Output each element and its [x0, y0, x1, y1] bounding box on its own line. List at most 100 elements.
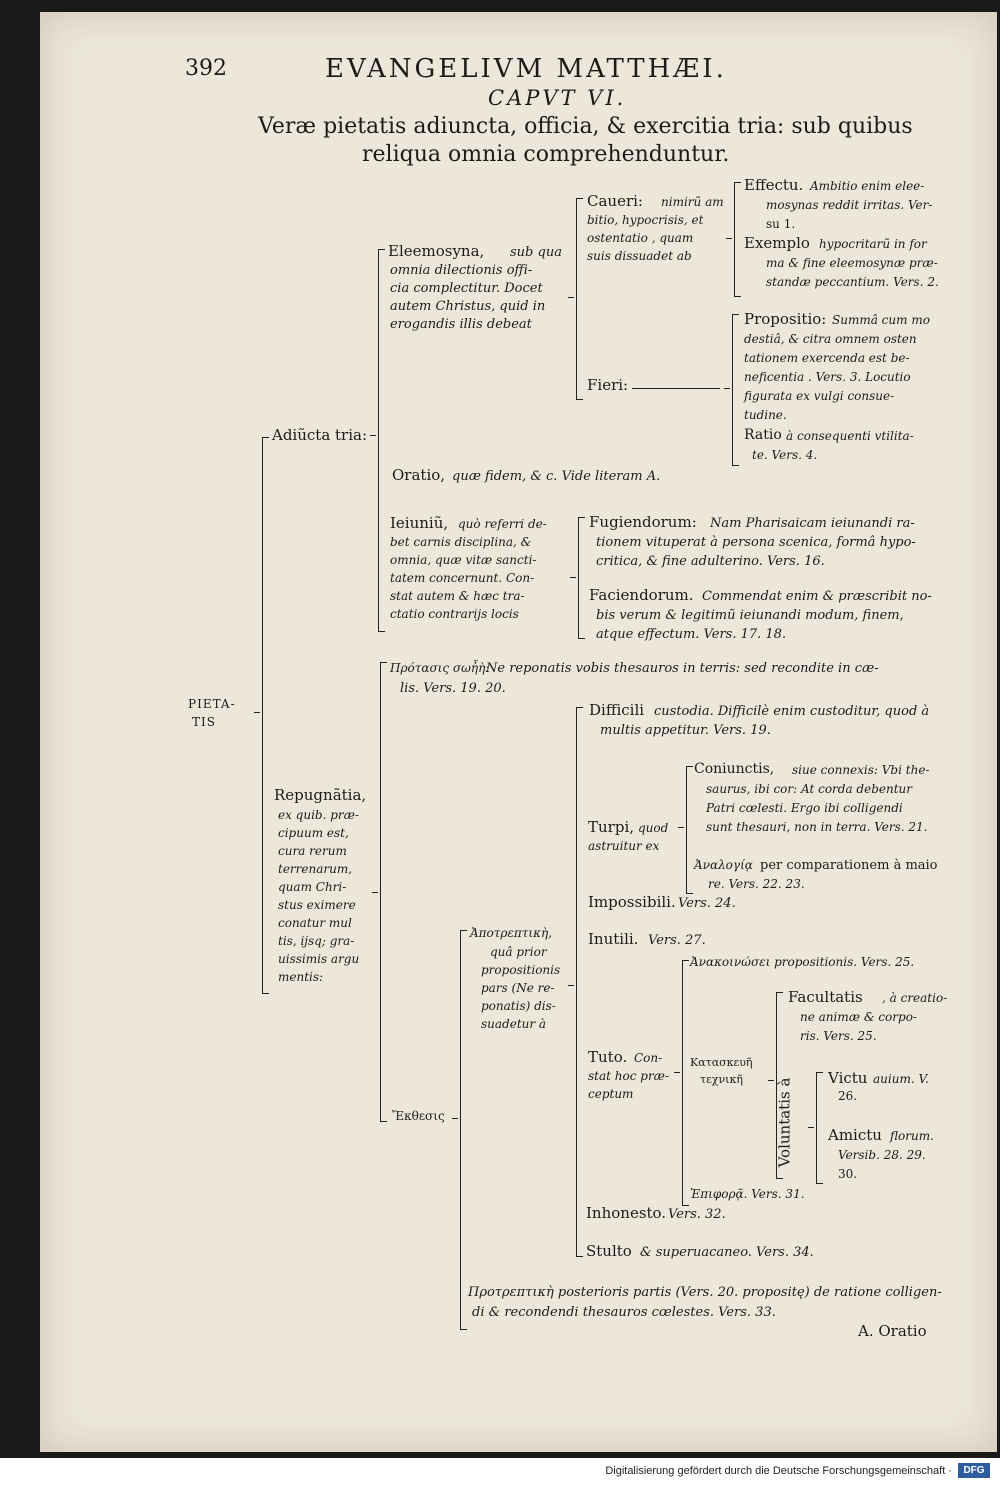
brace-ekthesis-point	[452, 1118, 458, 1119]
repugnantia-line-10: mentis:	[278, 970, 324, 984]
impossibili-line-1: Vers. 24.	[678, 896, 736, 911]
apotreptike-line-4: ponatis) dis-	[481, 999, 556, 1013]
repugnantia-line-3: cura rerum	[278, 844, 347, 858]
analogia-line-1: per comparationem à maio	[760, 858, 938, 873]
facultatis-line-2: ne animæ & corpo-	[800, 1010, 917, 1024]
ratio-line-2: te. Vers. 4.	[752, 448, 818, 462]
repugnantia-line-1: ex quib. præ-	[278, 808, 359, 822]
brace-ekthesis	[460, 930, 467, 1330]
tuto-line-3: ceptum	[588, 1087, 634, 1101]
brace-fieri	[732, 314, 739, 466]
inhonesto-head: Inhonesto.	[586, 1204, 667, 1222]
fugiendorum-line-3: critica, & fine adulterino. Vers. 16.	[596, 554, 825, 569]
protreptike-line-2: di & recondendi thesauros cœlestes. Vers…	[472, 1305, 776, 1320]
propositio-line-1: Summâ cum mo	[832, 313, 930, 327]
impossibili-head: Impossibili.	[588, 893, 676, 911]
protasis-head: Πρότασις σωἦὴ:	[390, 661, 490, 675]
difficili-line-1: custodia. Difficilè enim custoditur, quo…	[654, 704, 930, 719]
apotreptike-line-1: quâ prior	[490, 945, 547, 959]
repugnantia-line-5: quam Chri-	[278, 880, 347, 894]
oratio-rest: quæ fidem, & c. Vide literam A.	[452, 469, 661, 484]
apotreptike-line-3: pars (Ne re-	[481, 981, 555, 995]
repugnantia-line-6: stus eximere	[278, 898, 356, 912]
repugnantia-line-2: cipuum est,	[278, 826, 349, 840]
caueri-line-2: bitio, hypocrisis, et	[587, 213, 704, 227]
ieiunium-line-1: quò referri de-	[458, 517, 547, 531]
repugnantia-line-7: conatur mul	[278, 916, 352, 930]
caueri-line-4: suis dissuadet ab	[587, 249, 692, 263]
brace-fieri-point	[724, 388, 730, 389]
voluntatis-label: Voluntatis à	[775, 1077, 794, 1168]
turpi-head: Turpi,	[588, 818, 635, 836]
effectu-line-3: su 1.	[766, 217, 796, 231]
victu-line-2: 26.	[838, 1089, 858, 1103]
footer-credit: Digitalisierung gefördert durch die Deut…	[605, 1465, 952, 1477]
coniunctis-line-2: saurus, ibi cor: At corda debentur	[706, 782, 913, 796]
running-title: EVANGELIVM MATTHÆI.	[325, 54, 727, 84]
ieiunium-line-4: tatem concernunt. Con-	[390, 571, 535, 585]
brace-kataskeue-point	[768, 1080, 774, 1081]
fieri-connector-line	[632, 388, 720, 389]
eleemosyna-line-5: erogandis illis debeat	[390, 317, 532, 332]
brace-caueri	[734, 182, 741, 297]
kataskeue-line-2: τεχνικῆ	[700, 1073, 743, 1086]
page-title-line-2: reliqua omnia comprehenduntur.	[362, 142, 730, 167]
eleemosyna-line-1: sub qua	[510, 245, 562, 260]
repugnantia-line-4: terrenarum,	[278, 862, 353, 876]
amictu-line-3: 30.	[838, 1167, 858, 1181]
brace-tuto	[682, 960, 689, 1206]
eleemosyna-line-3: cia complectitur. Docet	[390, 281, 543, 296]
caueri-line-3: ostentatio , quam	[587, 231, 694, 245]
faciendorum-head: Faciendorum.	[589, 586, 694, 604]
fugiendorum-line-1: Nam Pharisaicam ieiunandi ra-	[710, 516, 915, 531]
apotreptike-line-5: suadetur à	[481, 1017, 547, 1031]
brace-eleemosyna-point	[568, 297, 574, 298]
fugiendorum-line-2: tionem vituperat à persona scenica, form…	[596, 535, 916, 550]
brace-apotreptike	[576, 707, 583, 1257]
chapter-heading: CAPVT VI.	[488, 86, 627, 110]
footer-bar: Digitalisierung gefördert durch die Deut…	[0, 1458, 1000, 1485]
repugnantia-line-8: tis, ijsq; gra-	[278, 934, 355, 948]
amictu-line-1: florum.	[890, 1129, 934, 1143]
stulto-head: Stulto	[586, 1242, 632, 1260]
amictu-line-2: Versib. 28. 29.	[838, 1148, 926, 1162]
eleemosyna-line-2: omnia dilectionis offi-	[390, 263, 533, 278]
difficili-line-2: multis appetitur. Vers. 19.	[600, 723, 771, 738]
fieri-head: Fieri:	[587, 376, 629, 394]
adiuncta-label: Adiũcta tria:	[272, 426, 368, 444]
amictu-head: Amictu	[828, 1126, 882, 1144]
root-pietatis-line-2: TIS	[192, 715, 216, 729]
effectu-line-2: mosynas reddit irritas. Ver-	[766, 198, 933, 212]
coniunctis-line-4: sunt thesauri, non in terra. Vers. 21.	[706, 820, 928, 834]
eleemosyna-line-4: autem Christus, quid in	[390, 299, 546, 314]
brace-repugnantia-point	[372, 892, 378, 893]
ieiunium-line-6: ctatio contrarijs locis	[390, 607, 519, 621]
difficili-head: Difficili	[589, 701, 645, 719]
book-page: 392 EVANGELIVM MATTHÆI. CAPVT VI. Veræ p…	[40, 12, 997, 1452]
ieiunium-line-3: omnia, quæ vitæ sancti-	[390, 553, 537, 567]
coniunctis-line-3: Patri cœlesti. Ergo ibi colligendi	[706, 801, 903, 815]
propositio-line-2: destiâ, & citra omnem osten	[744, 332, 917, 346]
fugiendorum-head: Fugiendorum:	[589, 513, 697, 531]
brace-main	[262, 437, 269, 994]
faciendorum-line-2: bis verum & legitimũ ieiunandi modum, fi…	[596, 608, 904, 623]
propositio-line-4: neficentia . Vers. 3. Locutio	[744, 370, 911, 384]
brace-caueri-point	[726, 238, 732, 239]
ratio-line-1: à consequenti vtilita-	[786, 429, 914, 443]
exemplo-head: Exemplo	[744, 234, 810, 252]
oratio-head: Oratio,	[392, 466, 446, 484]
inutili-line-1: Vers. 27.	[648, 933, 706, 948]
brace-turpi	[686, 766, 693, 894]
dfg-logo-icon[interactable]: DFG	[958, 1463, 990, 1478]
ieiunium-head: Ieiuniũ,	[390, 514, 449, 532]
facultatis-line-1: , à creatio-	[882, 991, 948, 1005]
brace-adiuncta	[378, 249, 385, 632]
tuto-line-2: stat hoc præ-	[588, 1069, 670, 1083]
brace-kataskeue	[776, 992, 783, 1179]
propositio-line-5: figurata ex vulgi consue-	[744, 389, 895, 403]
protasis-line-2: lis. Vers. 19. 20.	[400, 681, 506, 696]
brace-ieiunium	[578, 517, 585, 639]
analogia-line-2: re. Vers. 22. 23.	[708, 877, 805, 891]
kataskeue-line-1: Κατασκευῆ	[690, 1056, 753, 1069]
ieiunium-line-2: bet carnis disciplina, &	[390, 535, 532, 549]
